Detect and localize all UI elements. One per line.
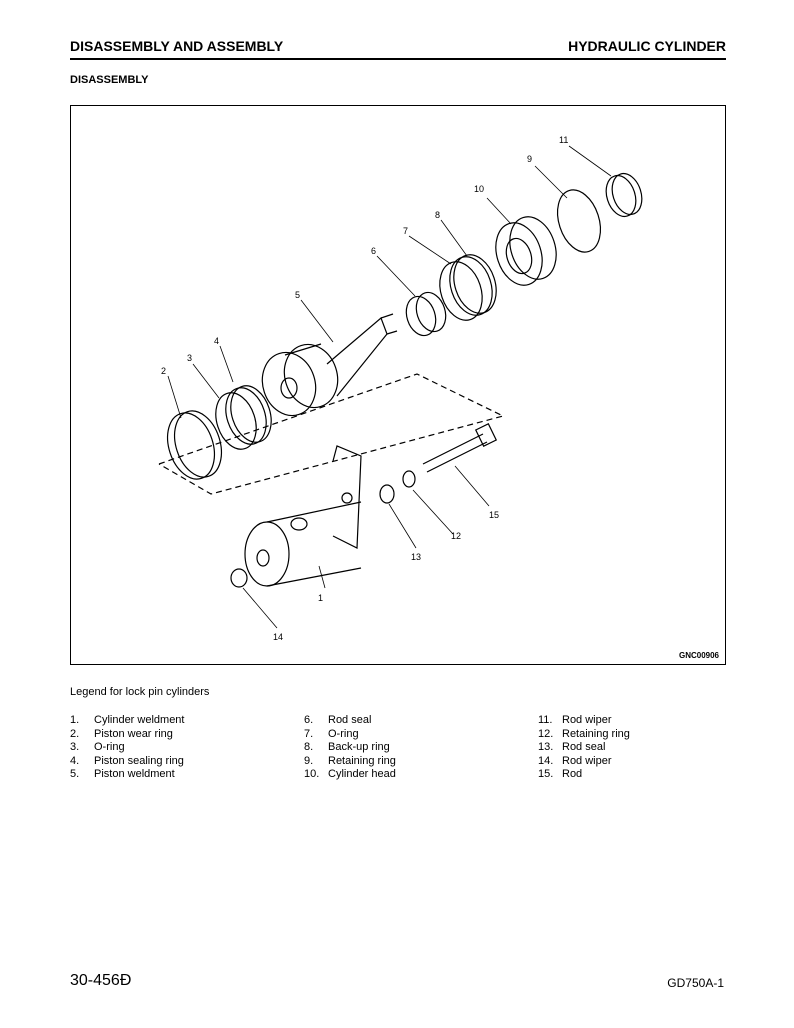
legend-item: 3.O-ring [70, 741, 125, 754]
part-14-rod-wiper [230, 568, 248, 588]
legend-item: 10.Cylinder head [304, 768, 396, 781]
callout-1: 1 [318, 593, 323, 603]
callout-4: 4 [214, 336, 219, 346]
part-11-rod-wiper [605, 172, 643, 218]
part-8-back-up-ring [449, 254, 497, 316]
legend-item: 9.Retaining ring [304, 754, 396, 767]
legend-item: 5.Piston weldment [70, 768, 175, 781]
callout-15: 15 [489, 510, 499, 520]
part-12-retaining-ring [402, 470, 416, 488]
legend-item: 6.Rod seal [304, 714, 372, 726]
legend-item: 15.Rod [538, 768, 583, 781]
header-right-title: HYDRAULIC CYLINDER [568, 38, 726, 54]
legend-item: 12.Retaining ring [538, 727, 630, 740]
callout-numbers: 1 2 3 4 5 6 7 8 9 10 11 12 13 14 15 [161, 135, 568, 642]
exploded-view-drawing: 1 2 3 4 5 6 7 8 9 10 11 12 13 14 15 [158, 135, 643, 642]
callout-3: 3 [187, 353, 192, 363]
legend-item: 11.Rod wiper [538, 714, 612, 726]
legend-column-3: 11.Rod wiper 12.Retaining ring 13.Rod se… [538, 714, 630, 782]
callout-9: 9 [527, 154, 532, 164]
callout-14: 14 [273, 632, 283, 642]
legend-item: 7.O-ring [304, 727, 359, 740]
part-10-cylinder-head [495, 216, 557, 286]
callout-5: 5 [295, 290, 300, 300]
model-number: GD750A-1 [667, 976, 724, 990]
part-4-piston-sealing-ring [225, 385, 272, 445]
part-7-o-ring [439, 261, 483, 321]
part-13-rod-seal [379, 484, 395, 504]
legend-item: 14.Rod wiper [538, 754, 612, 767]
legend-column-2: 6.Rod seal 7.O-ring 8.Back-up ring 9.Ret… [304, 714, 396, 782]
page-number: 30-456Ð [70, 972, 132, 989]
header-left-title: DISASSEMBLY AND ASSEMBLY [70, 38, 284, 54]
callout-7: 7 [403, 226, 408, 236]
legend-item: 2.Piston wear ring [70, 727, 173, 740]
callout-8: 8 [435, 210, 440, 220]
part-3-o-ring [215, 392, 257, 450]
section-title: DISASSEMBLY [70, 74, 149, 86]
legend-item: 8.Back-up ring [304, 741, 390, 754]
callout-2: 2 [161, 366, 166, 376]
part-1-cylinder-weldment [244, 445, 362, 587]
exploded-view-figure: 1 2 3 4 5 6 7 8 9 10 11 12 13 14 15 GNC0… [70, 105, 726, 665]
figure-code: GNC00906 [678, 651, 719, 660]
legend-column-1: 1.Cylinder weldment 2.Piston wear ring 3… [70, 714, 184, 782]
legend-item: 4.Piston sealing ring [70, 754, 184, 767]
part-6-rod-seal [405, 291, 447, 337]
callout-10: 10 [474, 184, 484, 194]
callout-12: 12 [451, 531, 461, 541]
callout-6: 6 [371, 246, 376, 256]
callout-11: 11 [559, 135, 568, 145]
part-9-retaining-ring [556, 189, 602, 253]
part-2-piston-wear-ring [166, 410, 223, 480]
dashed-outline [158, 373, 505, 495]
part-5-piston-weldment [261, 313, 398, 417]
legend-title: Legend for lock pin cylinders [70, 686, 210, 698]
part-15-rod [422, 423, 498, 473]
page-header: DISASSEMBLY AND ASSEMBLY HYDRAULIC CYLIN… [70, 36, 726, 60]
legend-item: 13.Rod seal [538, 741, 606, 754]
callout-leaders [167, 145, 612, 629]
legend-item: 1.Cylinder weldment [70, 714, 185, 726]
callout-13: 13 [411, 552, 421, 562]
